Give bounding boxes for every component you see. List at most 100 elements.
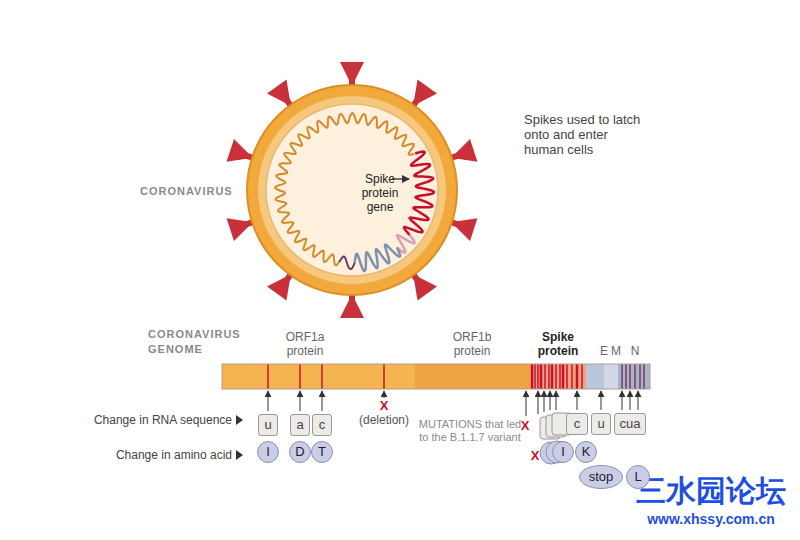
node-text: I bbox=[552, 441, 574, 463]
label-text: ORF1a protein bbox=[286, 330, 325, 358]
amino-acid-circle: D bbox=[289, 441, 311, 463]
mutation-stripe bbox=[625, 364, 627, 389]
spike-head bbox=[414, 277, 437, 300]
orf1b-segment bbox=[415, 364, 530, 389]
mutation-stripe bbox=[531, 364, 534, 389]
label-box: X bbox=[519, 419, 531, 433]
mutation-stripe bbox=[571, 364, 573, 389]
rna-segment bbox=[339, 256, 354, 268]
rna-change-box: c bbox=[312, 414, 332, 436]
mutation-stripe bbox=[581, 364, 583, 389]
rna-change-box: u bbox=[258, 414, 278, 436]
node-text: c bbox=[313, 415, 331, 435]
label-box: 三水园论坛 bbox=[626, 474, 796, 508]
label-box: (deletion) bbox=[354, 413, 414, 427]
m-segment bbox=[604, 364, 618, 389]
spike-head bbox=[340, 300, 364, 318]
mutation-stripe bbox=[555, 364, 557, 389]
label-box: MUTATIONS that led to the B.1.1.7 varian… bbox=[418, 418, 522, 444]
label-box: Spikes used to latch onto and enter huma… bbox=[524, 112, 650, 157]
spike-segment bbox=[530, 364, 586, 389]
n-segment bbox=[618, 364, 650, 389]
circle-shape bbox=[627, 466, 650, 489]
row-pointer bbox=[236, 450, 243, 460]
node-text: T bbox=[311, 441, 333, 463]
leader-arrow bbox=[526, 391, 527, 416]
spike-head bbox=[414, 79, 437, 102]
virus-envelope bbox=[247, 85, 457, 295]
mutation-stripe bbox=[559, 364, 561, 389]
spike-head bbox=[456, 139, 478, 162]
mutation-stripe bbox=[562, 364, 565, 389]
leader-arrow bbox=[601, 391, 602, 410]
label-text: (deletion) bbox=[359, 413, 409, 427]
label-box: CORONAVIRUS GENOME bbox=[148, 327, 232, 357]
label-text: CORONAVIRUS GENOME bbox=[148, 328, 241, 355]
node-text: u bbox=[259, 415, 277, 435]
rna-change-box: u bbox=[591, 413, 611, 435]
label-box: CORONAVIRUS bbox=[140, 184, 240, 199]
mutation-stripe bbox=[537, 364, 539, 389]
leader-arrow bbox=[556, 391, 557, 410]
virus-membrane bbox=[258, 96, 446, 284]
rna-segment bbox=[397, 235, 415, 253]
node-text: L bbox=[626, 465, 650, 489]
label-text: M bbox=[611, 344, 621, 358]
orf1a-segment bbox=[222, 364, 415, 389]
leader-arrow bbox=[322, 391, 323, 411]
spike-head bbox=[456, 218, 478, 241]
rna-strand bbox=[275, 113, 434, 271]
label-box: Spike protein gene bbox=[354, 172, 406, 214]
label-box: ORF1b protein bbox=[440, 330, 504, 358]
node-text: c bbox=[567, 414, 587, 434]
rna-change-box: a bbox=[290, 414, 310, 436]
virus-spikes bbox=[227, 62, 478, 318]
mutation-stripe bbox=[551, 364, 554, 389]
leader-arrow bbox=[638, 391, 639, 410]
leader-arrow bbox=[544, 391, 545, 412]
mutation-stripe bbox=[576, 364, 579, 389]
leader-arrow bbox=[538, 391, 539, 414]
circle-shape bbox=[553, 442, 574, 463]
mutation-stripe bbox=[634, 364, 636, 389]
label-box: www.xhssy.com.cn bbox=[630, 511, 792, 528]
label-text: Spike protein gene bbox=[362, 172, 399, 214]
mutation-stripe bbox=[629, 364, 631, 389]
leader-arrow bbox=[577, 391, 578, 410]
node-text: u bbox=[592, 414, 610, 434]
amino-acid-circle: K bbox=[575, 441, 597, 463]
circle-shape bbox=[312, 442, 333, 463]
spike-head bbox=[267, 79, 290, 102]
leader-arrow bbox=[550, 391, 551, 410]
spike-head bbox=[227, 139, 249, 162]
rna-change-box: cua bbox=[614, 413, 646, 435]
leader-arrow bbox=[384, 391, 385, 398]
rna-segment bbox=[404, 152, 434, 235]
mutation-stripe bbox=[383, 364, 385, 389]
amino-acid-circle: I bbox=[552, 441, 574, 463]
circle-shape bbox=[580, 466, 623, 489]
label-box: Change in amino acid bbox=[92, 448, 232, 462]
genome-outline bbox=[222, 364, 650, 389]
mutation-stripe bbox=[299, 364, 301, 389]
virus-core bbox=[266, 104, 438, 276]
label-text: ORF1b protein bbox=[453, 330, 492, 358]
label-text: MUTATIONS that led to the B.1.1.7 varian… bbox=[419, 418, 521, 443]
e-segment bbox=[586, 364, 604, 389]
label-text: Spikes used to latch onto and enter huma… bbox=[524, 112, 640, 157]
rna-change-box: c bbox=[566, 413, 588, 435]
label-text: Change in RNA sequence bbox=[94, 413, 232, 427]
label-text: X bbox=[380, 398, 389, 413]
circle-shape bbox=[258, 442, 279, 463]
amino-acid-circle: stop bbox=[579, 465, 623, 489]
label-box: ORF1a protein bbox=[273, 330, 337, 358]
mutation-stripe bbox=[540, 364, 543, 389]
node-text: D bbox=[289, 441, 311, 463]
label-box: E bbox=[598, 344, 610, 358]
mutation-stripe bbox=[267, 364, 269, 389]
spike-head bbox=[267, 277, 290, 300]
amino-acid-circle: L bbox=[626, 465, 650, 489]
mutation-stripe bbox=[643, 364, 645, 389]
circle-shape bbox=[290, 442, 311, 463]
